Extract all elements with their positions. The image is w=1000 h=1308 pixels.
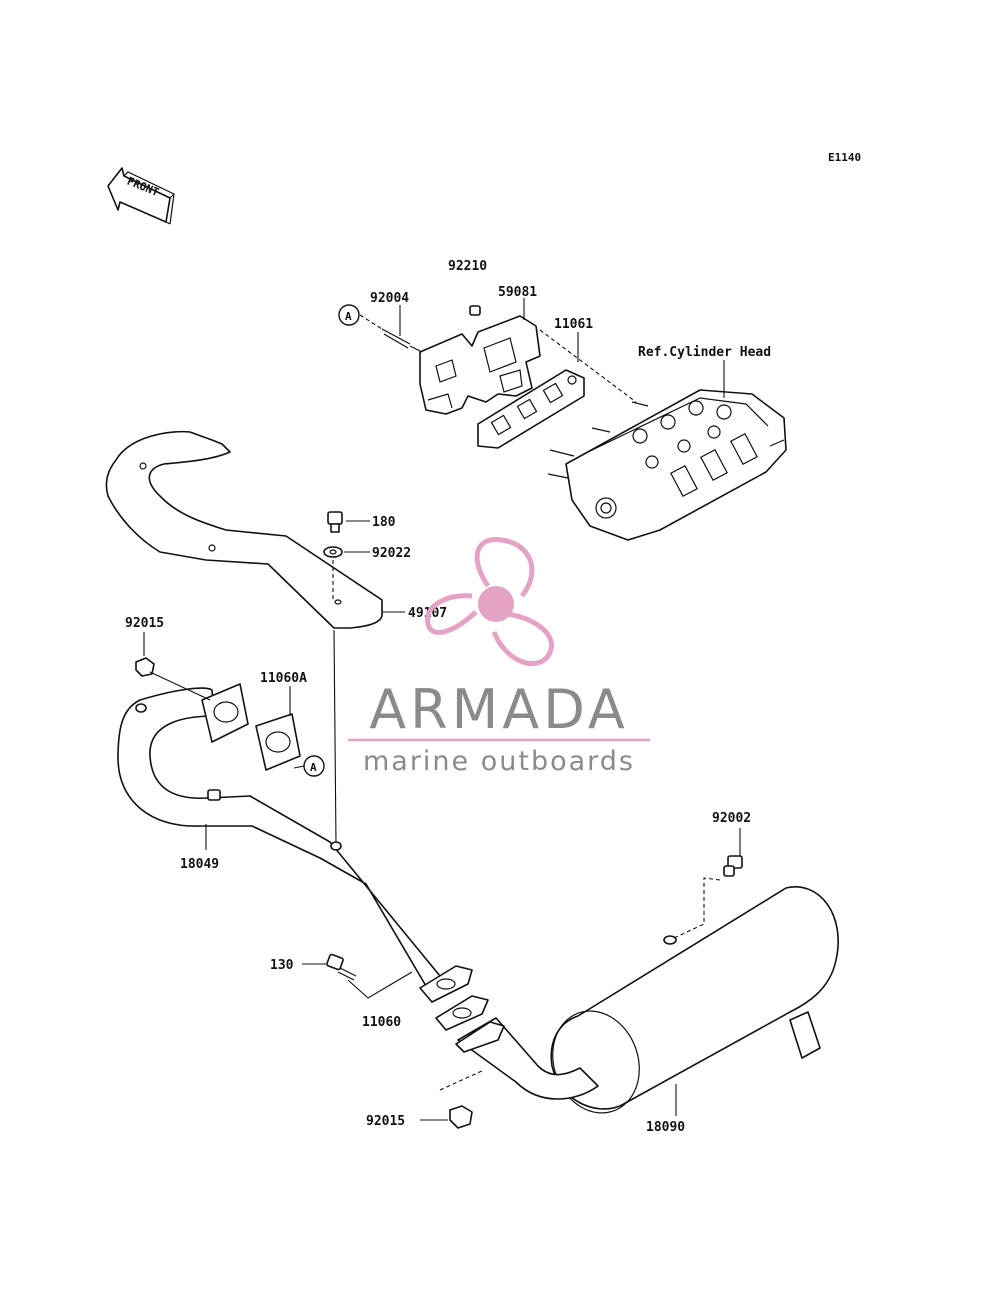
label-11060: 11060	[362, 1015, 401, 1030]
label-92210: 92210	[448, 259, 487, 274]
label-59081: 59081	[498, 285, 537, 300]
front-arrow-icon: FRONT	[107, 167, 176, 225]
exhaust-manifold	[419, 305, 541, 415]
nut-92015-bottom	[449, 1105, 473, 1129]
label-92015-top: 92015	[125, 616, 164, 631]
label-ref-cylinder-head: Ref.Cylinder Head	[638, 345, 771, 360]
cylinder-head	[547, 389, 787, 541]
watermark-tagline: marine outboards	[363, 746, 635, 777]
callout-a-top: A	[338, 304, 360, 326]
label-11060A: 11060A	[260, 671, 307, 686]
propeller-hub-icon	[478, 586, 514, 622]
label-130: 130	[270, 958, 294, 973]
pipe-flange-top	[201, 683, 249, 743]
bolt-92002	[723, 855, 743, 877]
pipe-flange-bottom	[419, 965, 473, 1003]
bolt-130	[326, 953, 357, 981]
label-92004: 92004	[370, 291, 409, 306]
svg-text:A: A	[345, 310, 352, 323]
muffler-inlet-pipe	[455, 1017, 599, 1100]
washer-92022	[323, 546, 343, 558]
label-92022: 92022	[372, 546, 411, 561]
propeller-logo-icon	[425, 537, 554, 667]
heat-shield	[105, 430, 383, 629]
nut-92015-top	[135, 657, 211, 701]
diagram-code: E1140	[828, 151, 861, 164]
bolt-180	[327, 511, 343, 533]
label-92002: 92002	[712, 811, 751, 826]
label-180: 180	[372, 515, 396, 530]
stud-92004	[381, 328, 423, 353]
label-18049: 18049	[180, 857, 219, 872]
label-92015-bottom: 92015	[366, 1114, 405, 1129]
armada-watermark: ARMADA marine outboards	[348, 537, 650, 777]
muffler	[550, 886, 839, 1114]
watermark-brand: ARMADA	[369, 678, 629, 741]
label-18090: 18090	[646, 1120, 685, 1135]
gasket-11060A	[255, 713, 301, 771]
label-11061: 11061	[554, 317, 593, 332]
gasket-11061	[477, 369, 585, 449]
svg-text:A: A	[310, 761, 317, 774]
gasket-11060	[435, 995, 489, 1031]
callout-a-bottom: A	[303, 755, 325, 777]
